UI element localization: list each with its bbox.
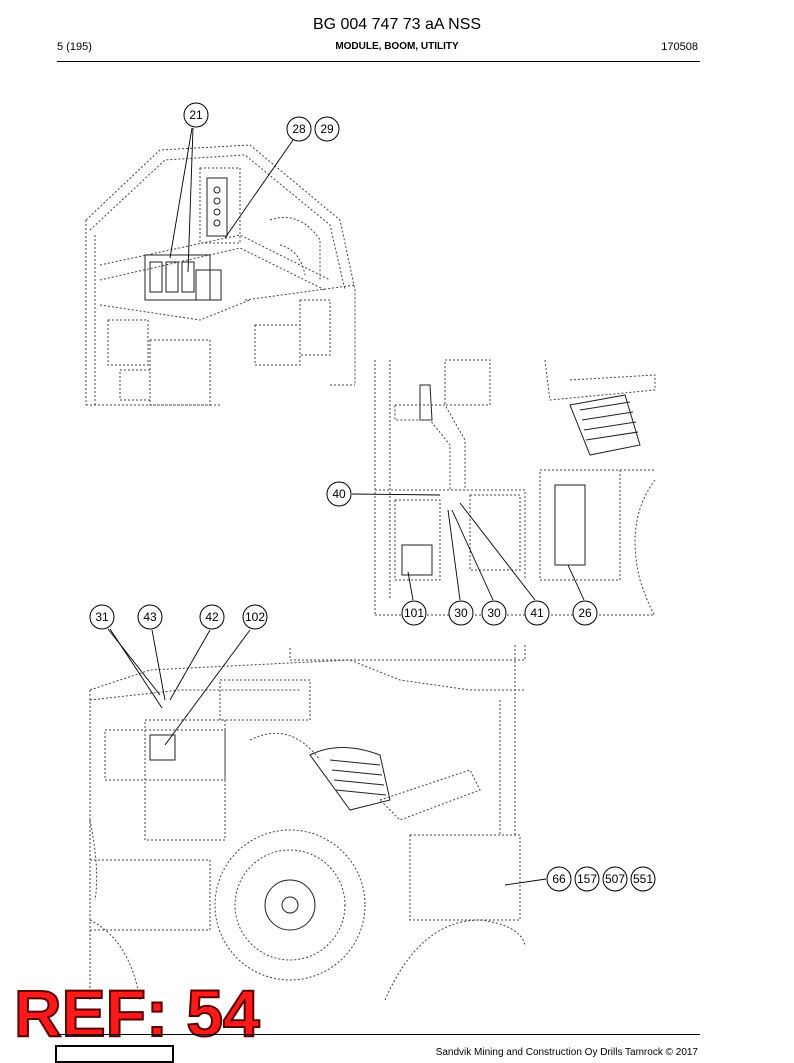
svg-text:30: 30	[487, 606, 501, 620]
callout-40: 40	[326, 481, 352, 507]
svg-text:40: 40	[332, 487, 346, 501]
svg-text:21: 21	[189, 108, 203, 122]
callout-41: 41	[524, 600, 550, 626]
svg-text:28: 28	[292, 122, 306, 136]
leader-lines	[107, 127, 585, 886]
callout-21: 21	[183, 102, 209, 128]
svg-text:42: 42	[205, 610, 219, 624]
svg-text:101: 101	[404, 606, 424, 620]
svg-text:31: 31	[95, 610, 109, 624]
mid-right-drawing	[374, 359, 656, 616]
callout-101: 101	[401, 600, 427, 626]
svg-text:507: 507	[605, 872, 625, 886]
svg-text:66: 66	[552, 872, 566, 886]
page-number: 5 (195)	[57, 41, 92, 53]
svg-text:157: 157	[577, 872, 597, 886]
sandvik-logo	[55, 1045, 174, 1063]
callout-43: 43	[137, 604, 163, 630]
svg-text:102: 102	[245, 610, 265, 624]
callout-157: 157	[574, 866, 600, 892]
document-id: BG 004 747 73 aA NSS	[312, 16, 482, 33]
section-title: MODULE, BOOM, UTILITY	[335, 41, 459, 52]
svg-text:26: 26	[578, 606, 592, 620]
footer-divider	[57, 1034, 700, 1035]
svg-text:43: 43	[143, 610, 157, 624]
callout-29: 29	[314, 116, 340, 142]
callout-507: 507	[602, 866, 628, 892]
header-divider	[57, 61, 700, 62]
callout-102: 102	[242, 604, 268, 630]
callout-66: 66	[546, 866, 572, 892]
callout-42: 42	[199, 604, 225, 630]
svg-text:30: 30	[454, 606, 468, 620]
callout-28: 28	[286, 116, 312, 142]
ref-watermark: REF: 54	[13, 976, 261, 1050]
cabin-drawing	[85, 144, 356, 406]
callout-30-second: 30	[481, 600, 507, 626]
callout-30: 30	[448, 600, 474, 626]
svg-text:41: 41	[530, 606, 544, 620]
svg-text:551: 551	[633, 872, 653, 886]
callout-551: 551	[630, 866, 656, 892]
truck-drawing	[89, 645, 526, 1001]
callout-31: 31	[89, 604, 115, 630]
document-date: 170508	[661, 41, 698, 53]
callout-26: 26	[572, 600, 598, 626]
svg-text:29: 29	[320, 122, 334, 136]
